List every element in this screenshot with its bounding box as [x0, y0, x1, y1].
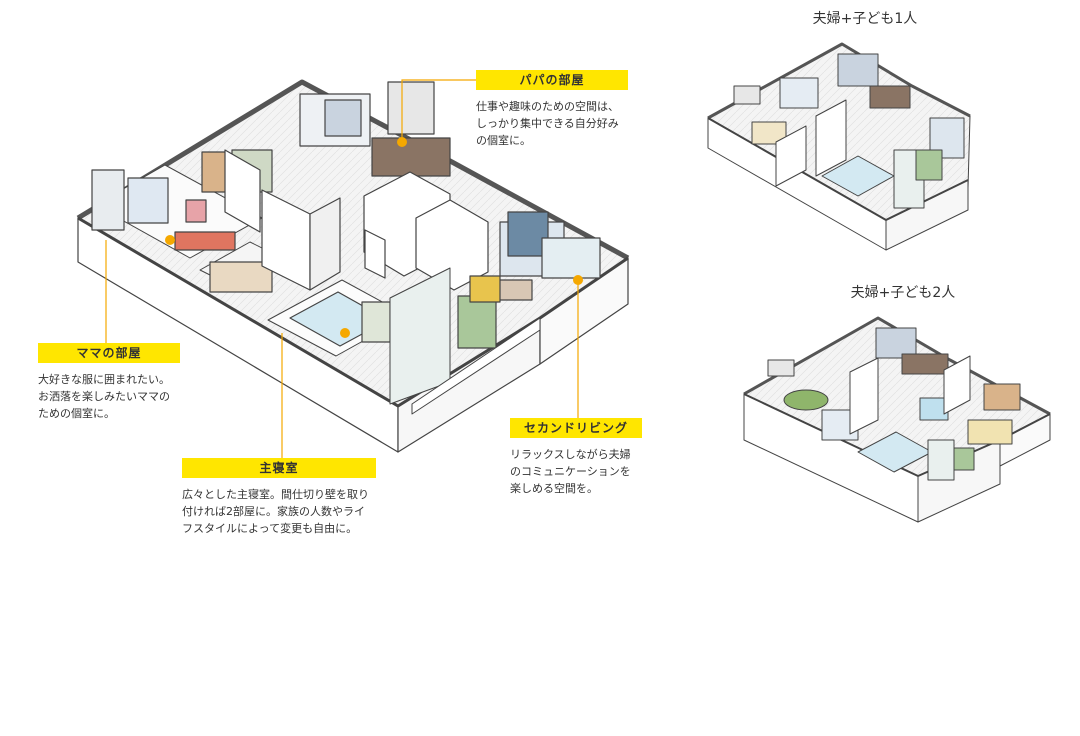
plan-one-child: [707, 42, 971, 251]
callout-description: リラックスしながら夫婦 のコミュニケーションを 楽しめる空間を。: [510, 448, 631, 495]
callout-mama-room: ママの部屋 大好きな服に囲まれたい。 お洒落を楽しみたいママの ための個室に。: [38, 343, 180, 422]
plan-title-one-child: 夫婦+子ども1人: [812, 11, 918, 27]
callout-label: パパの部屋: [476, 70, 628, 90]
callout-second-living: セカンドリビング リラックスしながら夫婦 のコミュニケーションを 楽しめる空間を…: [510, 418, 642, 497]
callout-master-bedroom: 主寝室 広々とした主寝室。間仕切り壁を取り 付ければ2部屋に。家族の人数やライ …: [182, 458, 376, 537]
callout-label: ママの部屋: [38, 343, 180, 363]
callout-description: 大好きな服に囲まれたい。 お洒落を楽しみたいママの ための個室に。: [38, 373, 170, 420]
callout-description: 仕事や趣味のための空間は、 しっかり集中できる自分好み の個室に。: [476, 100, 619, 147]
plan-title-two-children: 夫婦+子ども2人: [850, 285, 956, 301]
main-plan: [76, 79, 630, 453]
plan-two-children: [743, 316, 1051, 523]
callout-leaders: [105, 79, 579, 460]
callout-papa-room: パパの部屋 仕事や趣味のための空間は、 しっかり集中できる自分好み の個室に。: [476, 70, 628, 149]
callout-label: セカンドリビング: [510, 418, 642, 438]
callout-label: 主寝室: [182, 458, 376, 478]
callout-description: 広々とした主寝室。間仕切り壁を取り 付ければ2部屋に。家族の人数やライ フスタイ…: [182, 488, 369, 535]
